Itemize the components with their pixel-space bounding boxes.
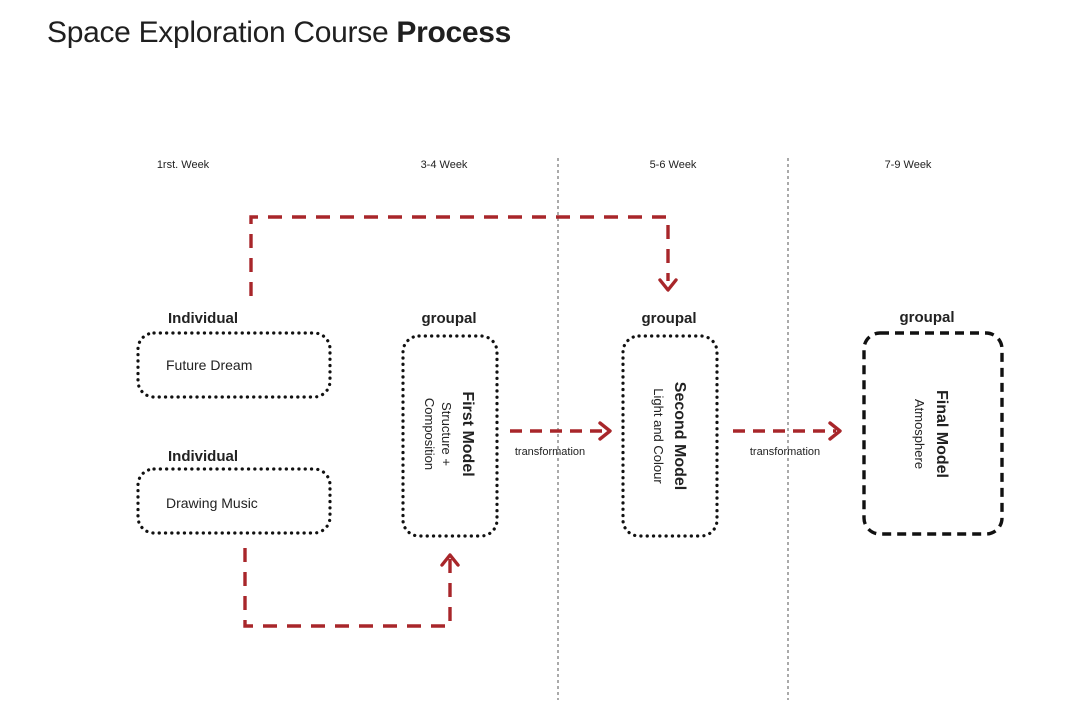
node-drawing-music	[136, 467, 332, 535]
node-type-label: Individual	[168, 310, 238, 327]
edge-label-transformation-2: transformation	[750, 446, 820, 458]
node-first-model	[401, 334, 499, 538]
title-light: Space Exploration Course	[47, 16, 389, 49]
title-bold: Process	[396, 16, 512, 49]
node-second-model	[621, 334, 719, 538]
node-text: Future Dream	[166, 357, 252, 373]
week-label-3: 5-6 Week	[650, 159, 697, 171]
connector-music-to-first	[243, 548, 452, 628]
connector-dream-to-second	[249, 215, 670, 296]
week-label-1: 1rst. Week	[157, 159, 210, 171]
node-title: Final Model	[933, 390, 950, 478]
arrowhead-up-icon	[440, 553, 460, 567]
page-title: Space Exploration Course Process	[47, 16, 511, 50]
arrowhead-down-icon	[658, 278, 678, 292]
node-title: Second Model	[671, 382, 688, 490]
node-final-model	[862, 331, 1004, 536]
node-title: First Model	[459, 391, 476, 476]
node-text: Drawing Music	[166, 495, 258, 511]
edge-label-transformation-1: transformation	[515, 446, 585, 458]
week-label-4: 7-9 Week	[885, 159, 932, 171]
node-type-label: Individual	[168, 448, 238, 465]
week-label-2: 3-4 Week	[421, 159, 468, 171]
node-subtitle: Atmosphere	[912, 399, 927, 469]
node-subtitle: Composition	[422, 398, 437, 470]
node-type-label: groupal	[422, 310, 477, 327]
arrowhead-right-icon	[598, 421, 612, 441]
node-subtitle: Light and Colour	[651, 388, 666, 484]
node-type-label: groupal	[900, 309, 955, 326]
arrowhead-right-icon	[828, 421, 842, 441]
node-type-label: groupal	[642, 310, 697, 327]
node-future-dream	[136, 331, 332, 399]
node-subtitle: Structure +	[439, 402, 454, 466]
